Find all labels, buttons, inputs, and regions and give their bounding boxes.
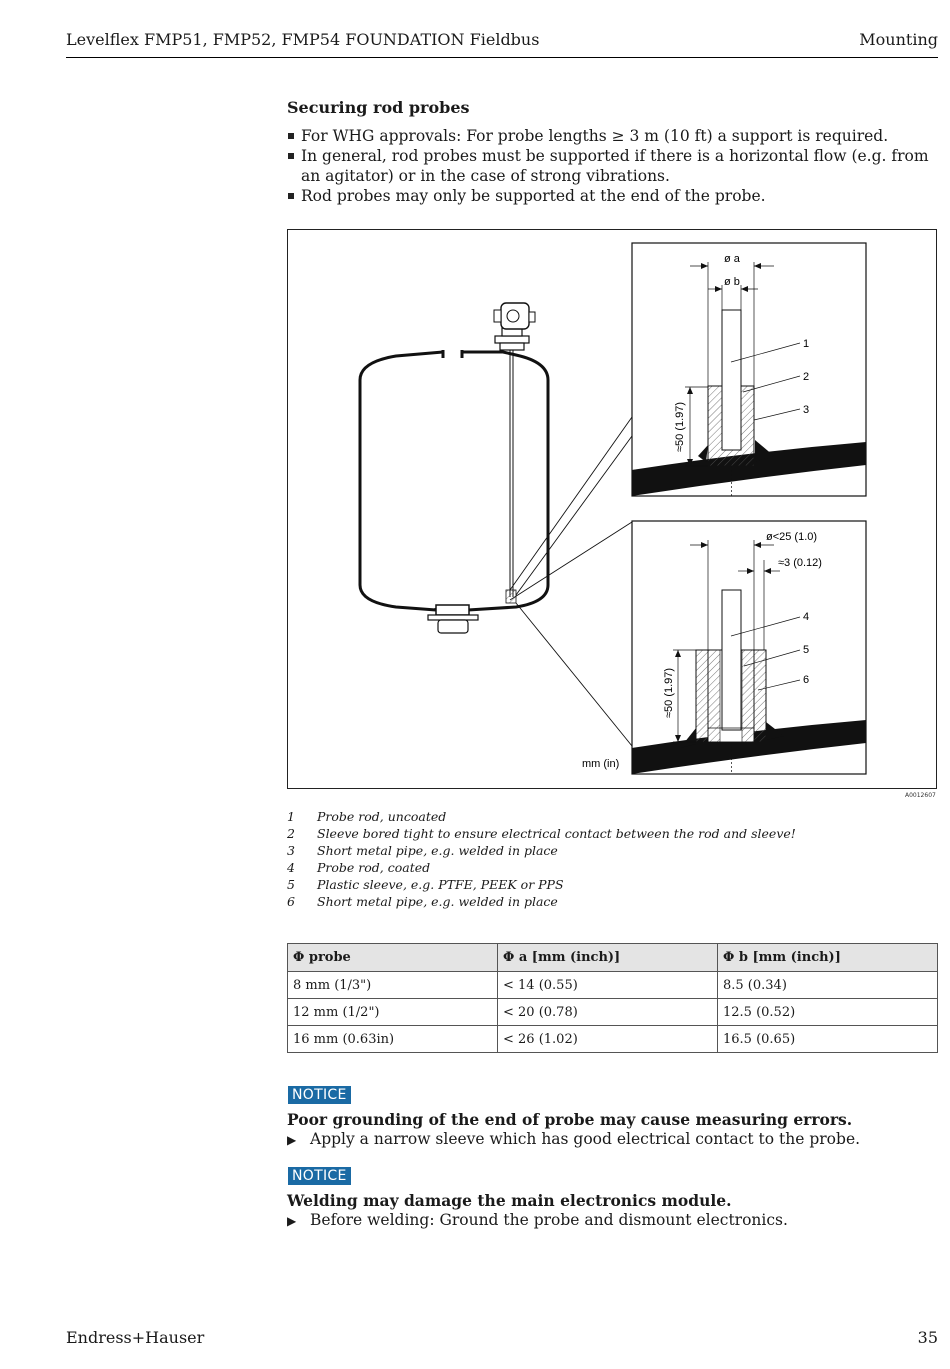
table-header-cell: Φ probe	[287, 943, 498, 972]
height-label-top: ≈50 (1.97)	[674, 402, 686, 452]
footer-page-number: 35	[917, 1328, 938, 1347]
notice-badge: NOTICE	[288, 1167, 351, 1185]
legend-row: 4 Probe rod, coated	[287, 860, 796, 877]
dim-a-label: ø a	[724, 253, 741, 265]
callout-4: 4	[803, 611, 809, 623]
footer-brand: Endress+Hauser	[66, 1328, 205, 1347]
table-cell: 16 mm (0.63in)	[287, 1025, 498, 1053]
table-cell: 16.5 (0.65)	[717, 1025, 938, 1053]
arrow-right-icon: ▶	[287, 1133, 297, 1147]
bullet-item: Rod probes may only be supported at the …	[287, 186, 938, 206]
height-label-bottom: ≈50 (1.97)	[663, 668, 675, 718]
legend-row: 6 Short metal pipe, e.g. welded in place	[287, 894, 796, 911]
table-header-cell: Φ b [mm (inch)]	[717, 943, 938, 972]
units-label: mm (in)	[582, 758, 619, 770]
legend-number: 5	[287, 877, 295, 892]
legend-number: 4	[287, 860, 295, 875]
table-cell: 12 mm (1/2")	[287, 998, 498, 1026]
figure-drawing: ø a ø b ≈50 (1.97) 1 2 3	[358, 242, 867, 775]
table-cell: < 20 (0.78)	[497, 998, 718, 1026]
legend-row: 3 Short metal pipe, e.g. welded in place	[287, 843, 796, 860]
callout-1: 1	[803, 338, 809, 350]
bullet-item: For WHG approvals: For probe lengths ≥ 3…	[287, 126, 938, 146]
notice-action-text: Apply a narrow sleeve which has good ele…	[310, 1130, 861, 1148]
notice-action: ▶ Before welding: Ground the probe and di…	[287, 1211, 788, 1229]
table-row: 12 mm (1/2") < 20 (0.78) 12.5 (0.52)	[287, 998, 938, 1026]
detail-coated-rod: ø<25 (1.0) ≈3 (0.12) ≈50 (1.97) 4 5 6	[631, 520, 867, 775]
detail-leader-lines	[509, 416, 633, 747]
legend-number: 6	[287, 894, 295, 909]
notice-title: Welding may damage the main electronics …	[287, 1191, 732, 1210]
table-cell: 8 mm (1/3")	[287, 971, 498, 999]
notice-badge: NOTICE	[288, 1086, 351, 1104]
header-divider	[66, 57, 938, 58]
arrow-right-icon: ▶	[287, 1214, 297, 1228]
legend-text: Sleeve bored tight to ensure electrical …	[317, 826, 796, 841]
legend-text: Probe rod, uncoated	[317, 809, 447, 824]
legend-row: 1 Probe rod, uncoated	[287, 809, 796, 826]
probe-rod	[505, 350, 517, 604]
callout-5: 5	[803, 644, 809, 656]
header-document-title: Levelflex FMP51, FMP52, FMP54 FOUNDATION…	[66, 30, 540, 49]
section-intro: Securing rod probes For WHG approvals: F…	[287, 98, 938, 206]
notice-action-text: Before welding: Ground the probe and dis…	[310, 1211, 788, 1229]
bullet-list: For WHG approvals: For probe lengths ≥ 3…	[287, 126, 938, 206]
table-row: 16 mm (0.63in) < 26 (1.02) 16.5 (0.65)	[287, 1025, 938, 1053]
transmitter-head	[493, 302, 536, 351]
table-cell: < 14 (0.55)	[497, 971, 718, 999]
legend-text: Short metal pipe, e.g. welded in place	[317, 843, 558, 858]
legend-row: 2 Sleeve bored tight to ensure electrical…	[287, 826, 796, 843]
probe-dimensions-table: Φ probe Φ a [mm (inch)] Φ b [mm (inch)] …	[287, 943, 938, 1053]
legend-text: Plastic sleeve, e.g. PTFE, PEEK or PPS	[317, 877, 564, 892]
legend-text: Short metal pipe, e.g. welded in place	[317, 894, 558, 909]
header-section-name: Mounting	[859, 30, 938, 49]
callout-2: 2	[803, 371, 809, 383]
mounting-figure: ø a ø b ≈50 (1.97) 1 2 3	[287, 229, 937, 789]
table-row: 8 mm (1/3") < 14 (0.55) 8.5 (0.34)	[287, 971, 938, 999]
legend-text: Probe rod, coated	[317, 860, 431, 875]
table-header-row: Φ probe Φ a [mm (inch)] Φ b [mm (inch)]	[287, 943, 938, 972]
notice-action: ▶ Apply a narrow sleeve which has good el…	[287, 1130, 860, 1148]
callout-3: 3	[803, 404, 809, 416]
section-heading: Securing rod probes	[287, 98, 470, 117]
table-header-cell: Φ a [mm (inch)]	[497, 943, 718, 972]
dim-b-label: ø b	[724, 276, 740, 288]
dim-gap-label: ≈3 (0.12)	[778, 557, 822, 569]
notice-title: Poor grounding of the end of probe may c…	[287, 1110, 853, 1129]
figure-id: A0012607	[905, 792, 936, 799]
table-cell: 12.5 (0.52)	[717, 998, 938, 1026]
legend-number: 1	[287, 809, 295, 824]
table-cell: 8.5 (0.34)	[717, 971, 938, 999]
figure-legend: 1 Probe rod, uncoated 2 Sleeve bored tight…	[287, 809, 796, 911]
detail-uncoated-rod: ø a ø b ≈50 (1.97) 1 2 3	[631, 242, 867, 497]
legend-number: 2	[287, 826, 295, 841]
table-cell: < 26 (1.02)	[497, 1025, 718, 1053]
callout-6: 6	[803, 674, 809, 686]
legend-number: 3	[287, 843, 295, 858]
legend-row: 5 Plastic sleeve, e.g. PTFE, PEEK or PPS	[287, 877, 796, 894]
bullet-item: In general, rod probes must be supported…	[287, 146, 938, 186]
dim-outer-label: ø<25 (1.0)	[766, 531, 817, 543]
tank-vessel	[358, 350, 550, 634]
